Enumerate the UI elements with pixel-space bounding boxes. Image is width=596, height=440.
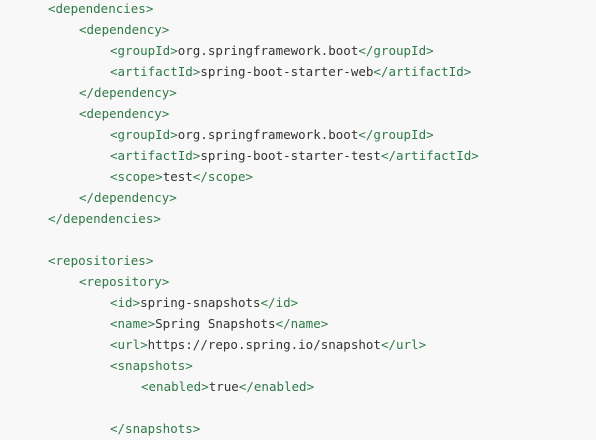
open-tag: <url> [110, 337, 148, 352]
element-value: spring-boot-starter-web [200, 64, 374, 79]
code-line: <groupId>org.springframework.boot</group… [110, 124, 434, 145]
close-tag: </name> [275, 316, 329, 331]
open-tag: <name> [110, 316, 156, 331]
code-line: <url>https://repo.spring.io/snapshot</ur… [110, 334, 426, 355]
element-value: spring-boot-starter-test [200, 148, 381, 163]
code-line: </dependencies> [48, 208, 161, 229]
close-tag: </artifactId> [373, 64, 472, 79]
code-line: <dependency> [79, 19, 169, 40]
code-line: <groupId>org.springframework.boot</group… [110, 40, 434, 61]
element-value: org.springframework.boot [177, 43, 359, 58]
code-line: </dependency> [79, 82, 177, 103]
close-tag: </groupId> [358, 127, 434, 142]
element-value: true [208, 379, 239, 394]
open-tag: </dependency> [79, 85, 177, 100]
open-tag: <id> [110, 295, 141, 310]
open-tag: <dependencies> [48, 1, 154, 16]
close-tag: </enabled> [238, 379, 315, 394]
open-tag: <enabled> [141, 379, 209, 394]
open-tag: <groupId> [110, 43, 178, 58]
code-line: <id>spring-snapshots</id> [110, 292, 298, 313]
open-tag: <snapshots> [110, 358, 193, 373]
element-value: test [162, 169, 193, 184]
code-line: <repository> [79, 271, 169, 292]
close-tag: </artifactId> [380, 148, 479, 163]
element-value: org.springframework.boot [177, 127, 359, 142]
open-tag: <artifactId> [110, 64, 201, 79]
open-tag: </dependency> [79, 190, 177, 205]
open-tag: </dependencies> [48, 211, 161, 226]
code-line: <enabled>true</enabled> [141, 376, 314, 397]
close-tag: </url> [380, 337, 427, 352]
close-tag: </groupId> [358, 43, 434, 58]
code-line: <repositories> [48, 250, 153, 271]
code-line: <artifactId>spring-boot-starter-test</ar… [110, 145, 479, 166]
code-line: <scope>test</scope> [110, 166, 253, 187]
open-tag: <groupId> [110, 127, 178, 142]
open-tag: </snapshots> [110, 421, 201, 436]
code-line: </snapshots> [110, 418, 200, 439]
code-line: </dependency> [79, 187, 177, 208]
close-tag: </id> [260, 295, 299, 310]
code-line: <dependencies> [48, 0, 153, 19]
open-tag: <dependency> [79, 106, 170, 121]
code-line: <dependency> [79, 103, 169, 124]
element-value: https://repo.spring.io/snapshot [147, 337, 381, 352]
open-tag: <repositories> [48, 253, 154, 268]
element-value: Spring Snapshots [155, 316, 276, 331]
open-tag: <dependency> [79, 22, 170, 37]
code-line: <name>Spring Snapshots</name> [110, 313, 328, 334]
open-tag: <scope> [110, 169, 163, 184]
code-line: <artifactId>spring-boot-starter-web</art… [110, 61, 471, 82]
close-tag: </scope> [192, 169, 254, 184]
open-tag: <artifactId> [110, 148, 201, 163]
open-tag: <repository> [79, 274, 170, 289]
code-line: <snapshots> [110, 355, 193, 376]
element-value: spring-snapshots [140, 295, 261, 310]
